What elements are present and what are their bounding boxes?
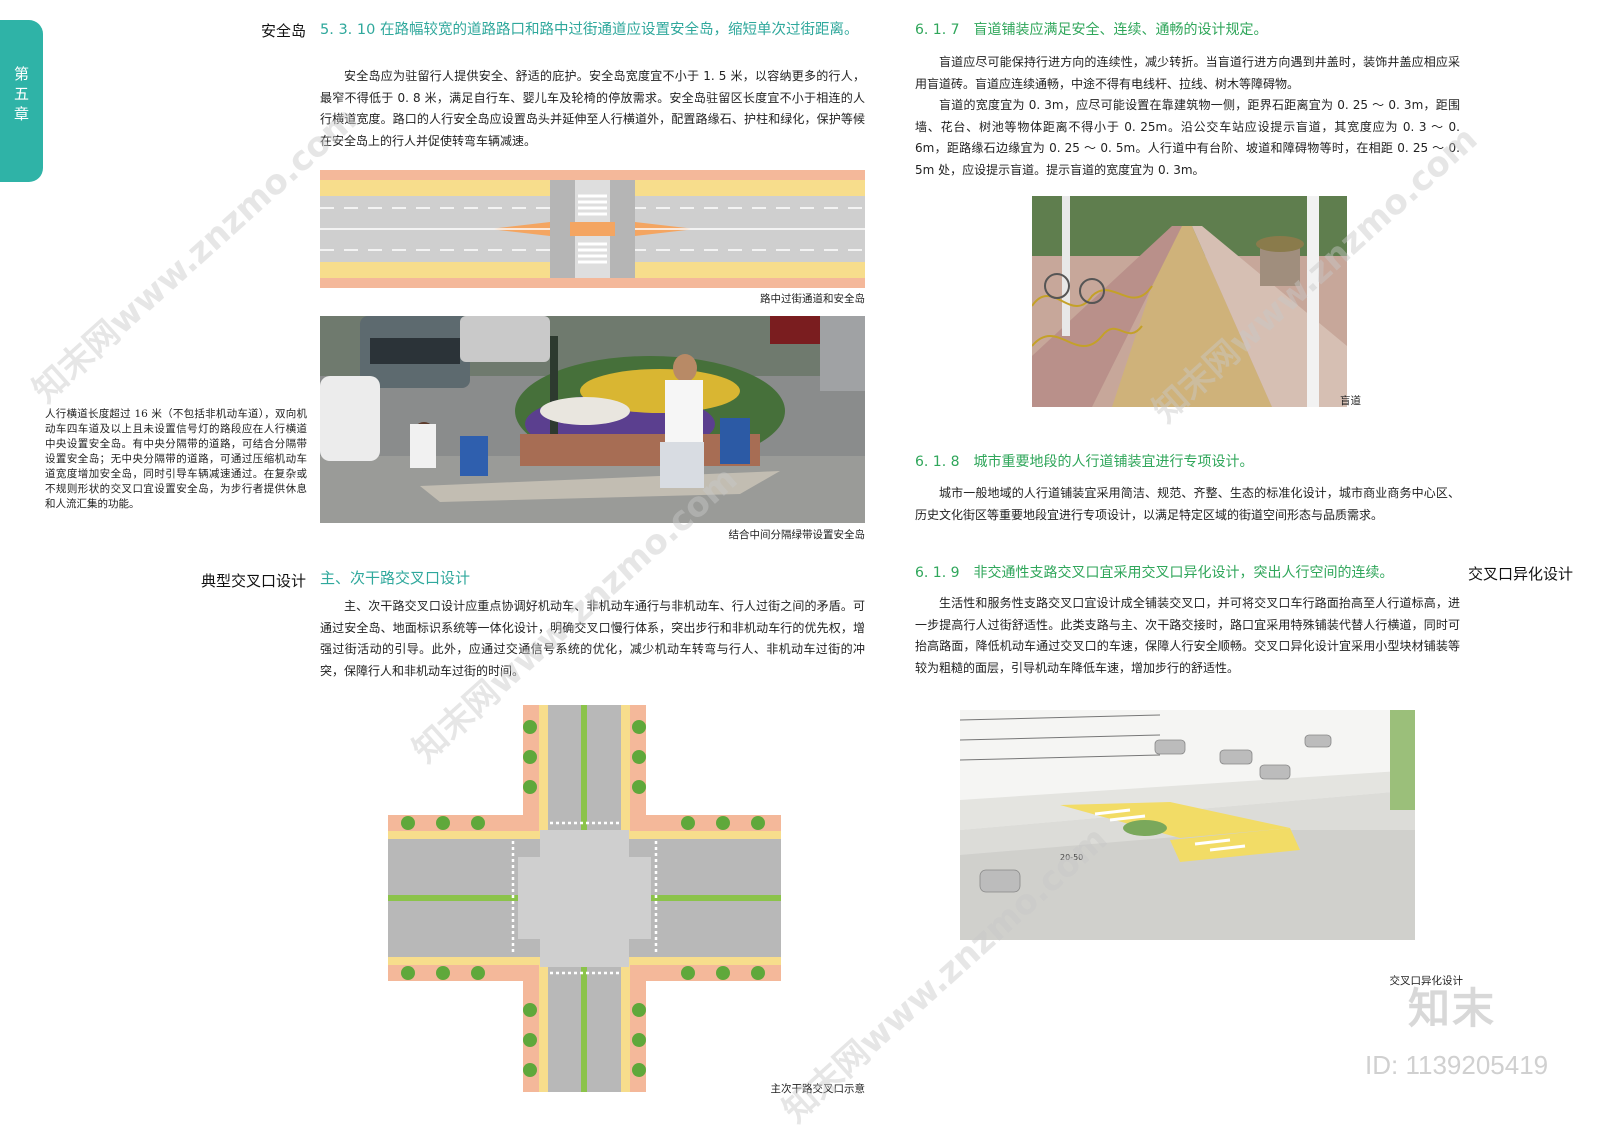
typical-intersection-label: 典型交叉口设计 [200, 572, 306, 590]
clause-5310-body: 安全岛应为驻留行人提供安全、舒适的庇护。安全岛宽度宜不小于 1. 5 米，以容纳… [320, 69, 865, 148]
intersection-variation-label: 交叉口异化设计 [1468, 565, 1574, 583]
watermark-logo: 知末 [1408, 984, 1497, 1033]
fig3-caption: 主次干路交叉口示意 [770, 1083, 866, 1095]
tactile-paving-photo [1032, 196, 1347, 407]
chapter-char: 五 [13, 85, 29, 103]
chapter-tab: 第 五 章 [0, 20, 43, 182]
clause-618-title: 6. 1. 8 城市重要地段的人行道铺装宜进行专项设计。 [915, 454, 1254, 470]
sketch-label: 20-50 [1060, 853, 1083, 862]
fig5-caption: 交叉口异化设计 [1389, 975, 1464, 987]
watermark-text: 知末网www.znzmo.com [25, 98, 366, 411]
clause-618-body: 城市一般地域的人行道铺装宜采用简洁、规范、齐整、生态的标准化设计，城市商业商务中… [915, 486, 1460, 522]
fig1-caption: 路中过街通道和安全岛 [760, 293, 865, 305]
clause-617-p1: 盲道应尽可能保持行进方向的连续性，减少转折。当盲道行进方向遇到井盖时，装饰井盖应… [915, 55, 1460, 91]
safety-island-photo [320, 316, 865, 523]
section-body: 主、次干路交叉口设计应重点协调好机动车、非机动车通行与非机动车、行人过街之间的矛… [320, 599, 865, 678]
clause-5310-title: 5. 3. 10 在路幅较宽的道路路口和路中过街通道应设置安全岛，缩短单次过街距… [320, 22, 859, 38]
raised-intersection-sketch: 20-50 [960, 710, 1415, 940]
watermark-id: ID: 1139205419 [1365, 1050, 1549, 1080]
clause-619-title: 6. 1. 9 非交通性支路交叉口宜采用交叉口异化设计，突出人行空间的连续。 [915, 565, 1394, 581]
section-title: 主、次干路交叉口设计 [320, 569, 471, 587]
safety-island-label: 安全岛 [260, 22, 306, 40]
fig2-caption: 结合中间分隔绿带设置安全岛 [728, 529, 866, 541]
mid-block-crossing-diagram [320, 170, 865, 288]
intersection-plan-diagram [388, 705, 781, 1092]
side-note: 人行横道长度超过 16 米（不包括非机动车道），双向机动车四车道及以上且未设置信… [45, 408, 307, 510]
chapter-char: 第 [13, 65, 29, 83]
fig4-caption: 盲道 [1340, 395, 1361, 407]
chapter-char: 章 [13, 105, 29, 123]
clause-617-p2: 盲道的宽度宜为 0. 3m，应尽可能设置在靠建筑物一侧，距界石距离宜为 0. 2… [915, 98, 1460, 177]
clause-619-body: 生活性和服务性支路交叉口宜设计成全铺装交叉口，并可将交叉口车行路面抬高至人行道标… [915, 596, 1460, 675]
clause-617-title: 6. 1. 7 盲道铺装应满足安全、连续、通畅的设计规定。 [915, 22, 1268, 38]
